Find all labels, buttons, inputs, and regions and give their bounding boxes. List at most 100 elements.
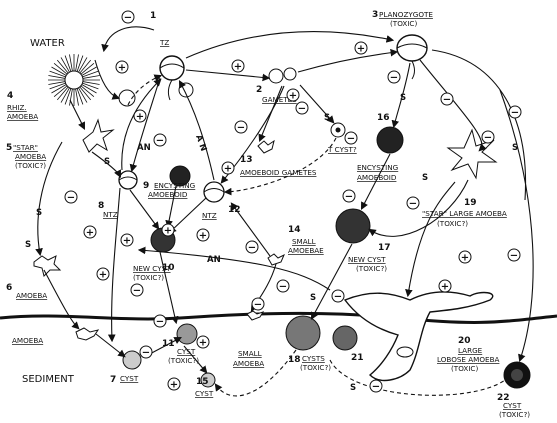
stage-11-number: 11: [162, 339, 175, 349]
stage-22-name: CYST: [503, 401, 522, 410]
stage-19-note: (TOXIC?): [437, 219, 468, 228]
stage-6-number: 6: [6, 283, 12, 293]
ntz-12-cell-icon: [203, 181, 225, 203]
circled-sign: [221, 161, 235, 175]
edge-label-s: S: [104, 157, 110, 167]
circled-sign: [115, 60, 129, 74]
circled-sign-text: −: [142, 348, 150, 359]
stage-19-number: 19: [464, 198, 477, 208]
circled-sign: [508, 105, 522, 119]
stage-4-number: 4: [7, 91, 13, 101]
stage-22-number: 22: [497, 393, 510, 403]
circled-sign: [153, 133, 167, 147]
stage-5-name2: AMOEBA: [15, 152, 46, 161]
circled-sign-text: +: [164, 226, 172, 237]
circled-sign-text: +: [461, 253, 469, 264]
stage-15-name: CYST: [195, 389, 214, 398]
cyst-21-icon: [332, 325, 358, 351]
stage-13-name: AMOEBOID GAMETES: [240, 168, 317, 177]
gametes-icon: [268, 67, 297, 84]
circled-sign-text: +: [441, 282, 449, 293]
stage-17-number: 17: [378, 243, 391, 253]
stage-21-number: 21: [351, 353, 364, 363]
stage-17-note: (TOXIC?): [356, 264, 387, 273]
circled-sign-text: +: [199, 338, 207, 349]
edge-label-an-bottom: AN: [207, 255, 221, 265]
cyst-7-icon: [122, 350, 142, 370]
circled-sign-text: −: [156, 136, 164, 147]
circled-sign-text: −: [345, 192, 353, 203]
stage-20-number: 20: [458, 336, 471, 346]
circled-sign-text: −: [279, 282, 287, 293]
stage-9-number: 9: [143, 181, 149, 191]
stage-2-number: 2: [256, 85, 262, 95]
circled-sign-text: −: [484, 133, 492, 144]
stage-5-name1: "STAR": [13, 143, 38, 152]
stage-9-name2: AMOEBOID: [148, 190, 188, 199]
stage-3-name: PLANOZYGOTE: [379, 10, 433, 19]
water-label: WATER: [30, 38, 65, 49]
stage-3-number: 3: [372, 10, 378, 20]
edge-label-s: S: [400, 93, 406, 103]
amoeboid-gametes-icon: [257, 139, 275, 154]
planozygote-icon: [396, 34, 428, 80]
circled-sign: [167, 377, 181, 391]
rhiz-amoeba-icon: [48, 54, 100, 106]
circled-sign: [196, 335, 210, 349]
circled-sign: [344, 131, 358, 145]
circled-sign: [245, 240, 259, 254]
circled-sign-text: −: [372, 382, 380, 393]
stage-7-number: 7: [110, 375, 116, 385]
circled-sign: [251, 297, 265, 311]
circled-sign: [369, 379, 383, 393]
circled-sign-text: +: [136, 112, 144, 123]
circled-sign-text: −: [443, 95, 451, 106]
edge-label-an-top: A N: [193, 134, 208, 153]
circled-sign: [387, 70, 401, 84]
edge-label-s: S: [422, 173, 428, 183]
arrows: [35, 26, 534, 397]
circled-sign: [96, 267, 110, 281]
ntz-cell-icon: [118, 170, 138, 190]
cyst-22-icon: [503, 361, 531, 389]
stage-9-name1: ENCYSTING: [154, 181, 195, 190]
circled-sign-text: +: [118, 63, 126, 74]
stage-4-name1: RHIZ.: [7, 103, 27, 112]
circled-sign-text: −: [409, 199, 417, 210]
stage-20-name1: LARGE: [458, 346, 483, 355]
edge-labels: A N AN AN S S S S S S S S S: [25, 93, 518, 393]
stage-20-note: (TOXIC): [451, 364, 478, 373]
circled-sign-text: −: [298, 104, 306, 115]
stage-20-name2: LOBOSE AMOEBA: [437, 355, 500, 364]
circled-sign: [153, 314, 167, 328]
circled-sign: [286, 88, 300, 102]
circled-sign-text: +: [99, 270, 107, 281]
stage-6-name: AMOEBA: [16, 291, 47, 300]
stage-22-note: (TOXIC?): [499, 410, 530, 419]
circled-sign-text: +: [289, 91, 297, 102]
encysting-amoeboid-icon: [169, 165, 191, 187]
stage-11-name: CYST: [177, 347, 196, 356]
stage-8-name: NTZ: [103, 210, 118, 219]
circled-sign: [507, 248, 521, 262]
stage-13-number: 13: [240, 155, 253, 165]
circled-sign: [342, 189, 356, 203]
circled-sign-text: −: [156, 317, 164, 328]
circled-sign-text: +: [199, 231, 207, 242]
star-amoeba-icon: [82, 118, 115, 153]
circled-sign-text: +: [224, 164, 232, 175]
large-lobose-amoeba-icon: [343, 291, 494, 382]
star-large-amoeba-icon: [446, 128, 498, 180]
stage-5-note: (TOXIC?): [15, 161, 46, 170]
stage-12-name: NTZ: [202, 211, 217, 220]
circled-sign: [130, 283, 144, 297]
stage-18-name: CYSTS: [302, 354, 325, 363]
stage-15-number: 15: [196, 377, 209, 387]
stage-16-number: 16: [377, 113, 390, 123]
cyst-11-icon: [176, 323, 198, 345]
edge-label-s: S: [350, 383, 356, 393]
stage-5-number: 5: [6, 143, 12, 153]
circled-sign: [438, 279, 452, 293]
small-amoeba-name2: AMOEBA: [233, 359, 264, 368]
circled-sign-text: −: [67, 193, 75, 204]
